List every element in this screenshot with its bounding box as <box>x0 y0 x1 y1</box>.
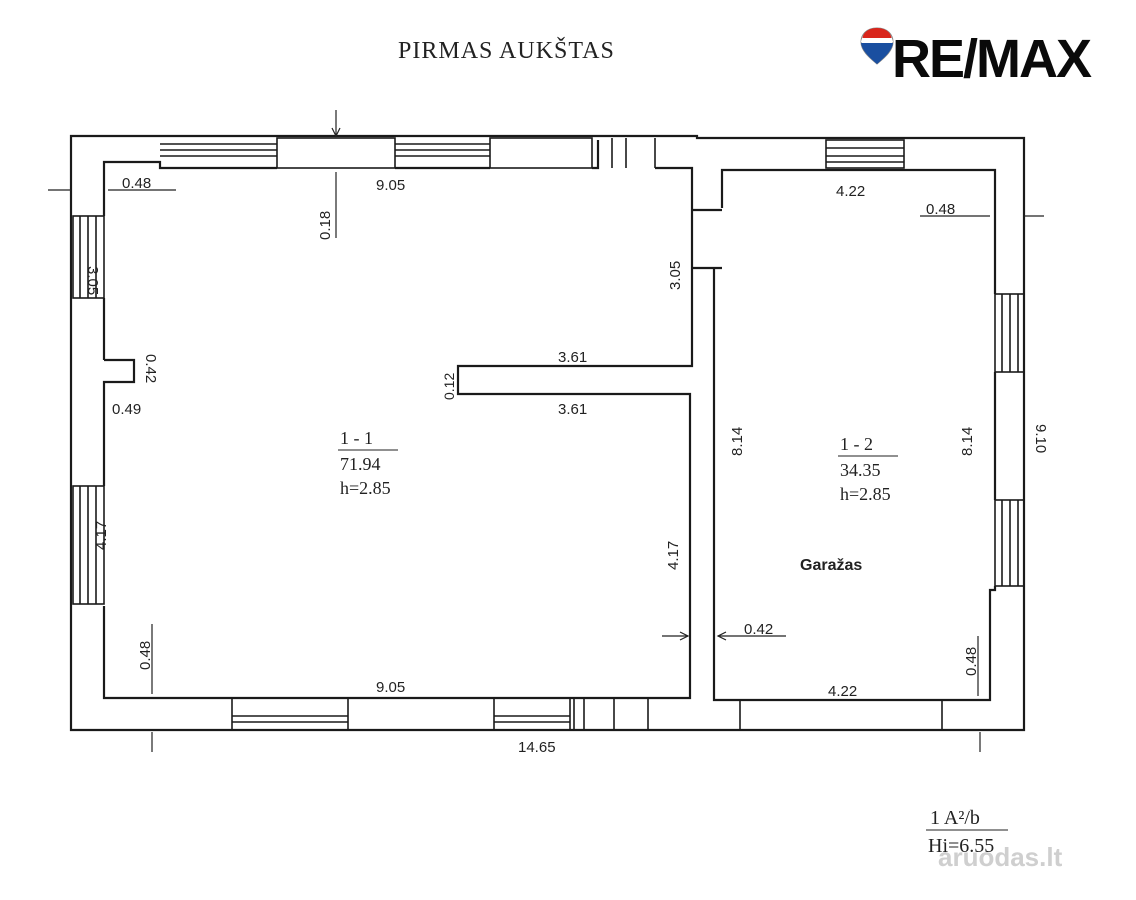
dim-label: 9.05 <box>376 177 405 194</box>
windows-bottom <box>231 697 943 731</box>
dim-label: 0.48 <box>137 641 154 670</box>
dim-label: 9.10 <box>1032 424 1049 453</box>
page-title: PIRMAS AUKŠTAS <box>398 38 615 64</box>
room-height: h=2.85 <box>840 484 891 504</box>
dim-label: 3.05 <box>84 266 101 295</box>
dim-label: 3.61 <box>558 401 587 418</box>
dim-label: 0.42 <box>744 621 773 638</box>
remax-logo: RE/MAX <box>860 26 1110 96</box>
dim-label: 0.12 <box>441 373 457 400</box>
watermark: aruodas.lt <box>938 842 1063 872</box>
dimension-lines <box>48 110 1044 752</box>
windows-right <box>994 293 1025 587</box>
dim-label: 0.48 <box>122 175 151 192</box>
dim-label: 0.48 <box>926 201 955 218</box>
windows-top <box>160 137 905 169</box>
room-name: Garažas <box>800 557 862 574</box>
room-height: h=2.85 <box>340 478 391 498</box>
room-number: 1 - 2 <box>840 434 873 454</box>
dim-label: 4.17 <box>665 541 682 570</box>
balloon-icon <box>860 27 894 65</box>
dim-label: 0.18 <box>317 211 334 240</box>
room-1-label: 1 - 1 71.94 h=2.85 <box>338 428 398 498</box>
room-area: 71.94 <box>340 454 381 474</box>
dim-label: 3.05 <box>667 261 684 290</box>
room-2-label: 1 - 2 34.35 h=2.85 Garažas <box>800 434 898 574</box>
stamp-line-2: Hi=6.55 <box>928 835 994 857</box>
stamp-label: 1 A²/b Hi=6.55 <box>926 807 1008 857</box>
dim-label: 8.14 <box>729 427 746 456</box>
room-number: 1 - 1 <box>340 428 373 448</box>
logo-wordmark: RE/MAX <box>892 29 1092 89</box>
windows-left <box>72 215 105 605</box>
dimension-labels: 0.48 9.05 0.18 4.22 0.48 3.05 3.05 0.42 … <box>84 175 1049 756</box>
dim-label: 9.05 <box>376 679 405 696</box>
dim-label: 0.49 <box>112 401 141 418</box>
outer-walls <box>69 134 1026 732</box>
stamp-line-1: 1 A²/b <box>930 807 980 829</box>
room-area: 34.35 <box>840 460 881 480</box>
dim-label: 0.42 <box>142 354 159 383</box>
dim-label: 4.22 <box>828 683 857 700</box>
dim-label: 14.65 <box>518 739 556 756</box>
dim-label: 3.61 <box>558 349 587 366</box>
dim-label: 4.17 <box>93 521 110 550</box>
dim-label: 4.22 <box>836 183 865 200</box>
dim-label: 8.14 <box>959 427 976 456</box>
dim-label: 0.48 <box>963 647 980 676</box>
